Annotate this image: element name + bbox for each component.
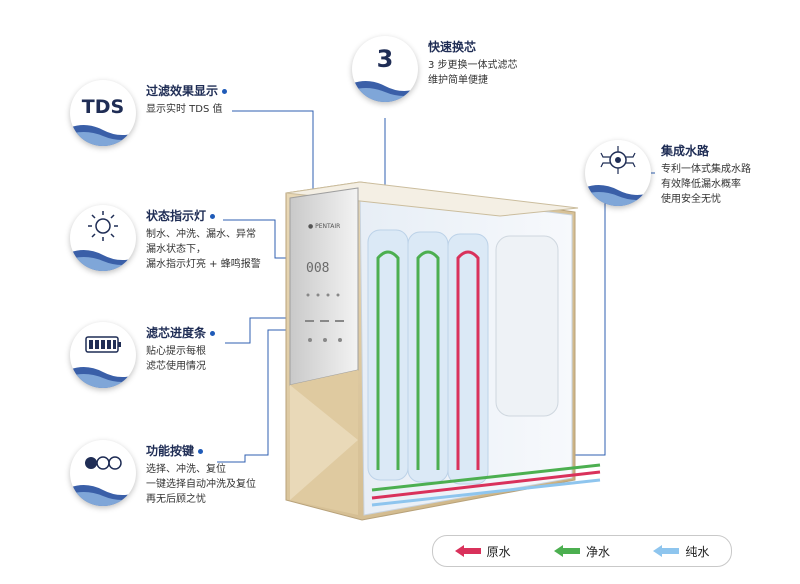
legend-item-raw-water: 原水 [454, 543, 511, 560]
feature-integrated-waterway: 集成水路 专利一体式集成水路 有效降低漏水概率 使用安全无忧 [585, 140, 751, 207]
wave-icon [70, 367, 136, 388]
feature-filter-progress: 滤芯进度条 贴心提示每根 滤芯使用情况 [70, 322, 216, 388]
arrow-left-icon [454, 545, 481, 557]
feature-status-light: 状态指示灯 制水、冲洗、漏水、异常 漏水状态下， 漏水指示灯亮 + 蜂鸣报警 [70, 205, 261, 272]
feature-title: 过滤效果显示 [146, 82, 228, 99]
circuit-gear-icon [600, 146, 636, 174]
wave-icon [352, 81, 418, 102]
wave-icon [585, 185, 651, 206]
tds-badge: TDS [70, 80, 136, 146]
feature-desc: 显示实时 TDS 值 [146, 104, 223, 115]
water-type-legend: 原水 净水 纯水 [432, 535, 732, 567]
wave-icon [70, 250, 136, 271]
quick-change-badge: 3 [352, 36, 418, 102]
tds-icon: TDS [81, 96, 125, 118]
feature-title: 功能按键 [146, 442, 256, 459]
feature-title: 状态指示灯 [146, 207, 261, 224]
buttons-badge [70, 440, 136, 506]
feature-desc: 选择、冲洗、复位 一键选择自动冲洗及复位 再无后顾之忧 [146, 464, 256, 505]
status-badge [70, 205, 136, 271]
brand-logo: ● PENTAIR [308, 223, 340, 230]
waterway-badge [585, 140, 651, 206]
feature-title: 滤芯进度条 [146, 324, 216, 341]
feature-desc: 制水、冲洗、漏水、异常 漏水状态下， 漏水指示灯亮 + 蜂鸣报警 [146, 229, 261, 270]
legend-item-pure-water: 纯水 [653, 543, 709, 560]
arrow-left-icon [553, 545, 580, 557]
feature-desc: 3 步更换一体式滤芯 维护简单便捷 [428, 60, 518, 86]
feature-desc: 贴心提示每根 滤芯使用情况 [146, 346, 206, 372]
battery-icon [85, 336, 121, 353]
wave-icon [70, 485, 136, 506]
feature-tds: TDS 过滤效果显示 显示实时 TDS 值 [70, 80, 228, 146]
sun-icon [88, 211, 118, 241]
progress-badge [70, 322, 136, 388]
three-dots-icon [85, 456, 122, 470]
wave-icon [70, 125, 136, 146]
legend-item-clean-water: 净水 [553, 543, 610, 560]
number-three-icon: 3 [376, 45, 394, 73]
feature-function-buttons: 功能按键 选择、冲洗、复位 一键选择自动冲洗及复位 再无后顾之忧 [70, 440, 256, 507]
feature-quick-change: 3 快速换芯 3 步更换一体式滤芯 维护简单便捷 [352, 36, 518, 102]
feature-title: 快速换芯 [428, 40, 477, 54]
arrow-left-icon [653, 545, 680, 557]
tds-display: 008 [306, 261, 329, 276]
feature-title: 集成水路 [661, 144, 710, 158]
feature-desc: 专利一体式集成水路 有效降低漏水概率 使用安全无忧 [661, 164, 751, 205]
